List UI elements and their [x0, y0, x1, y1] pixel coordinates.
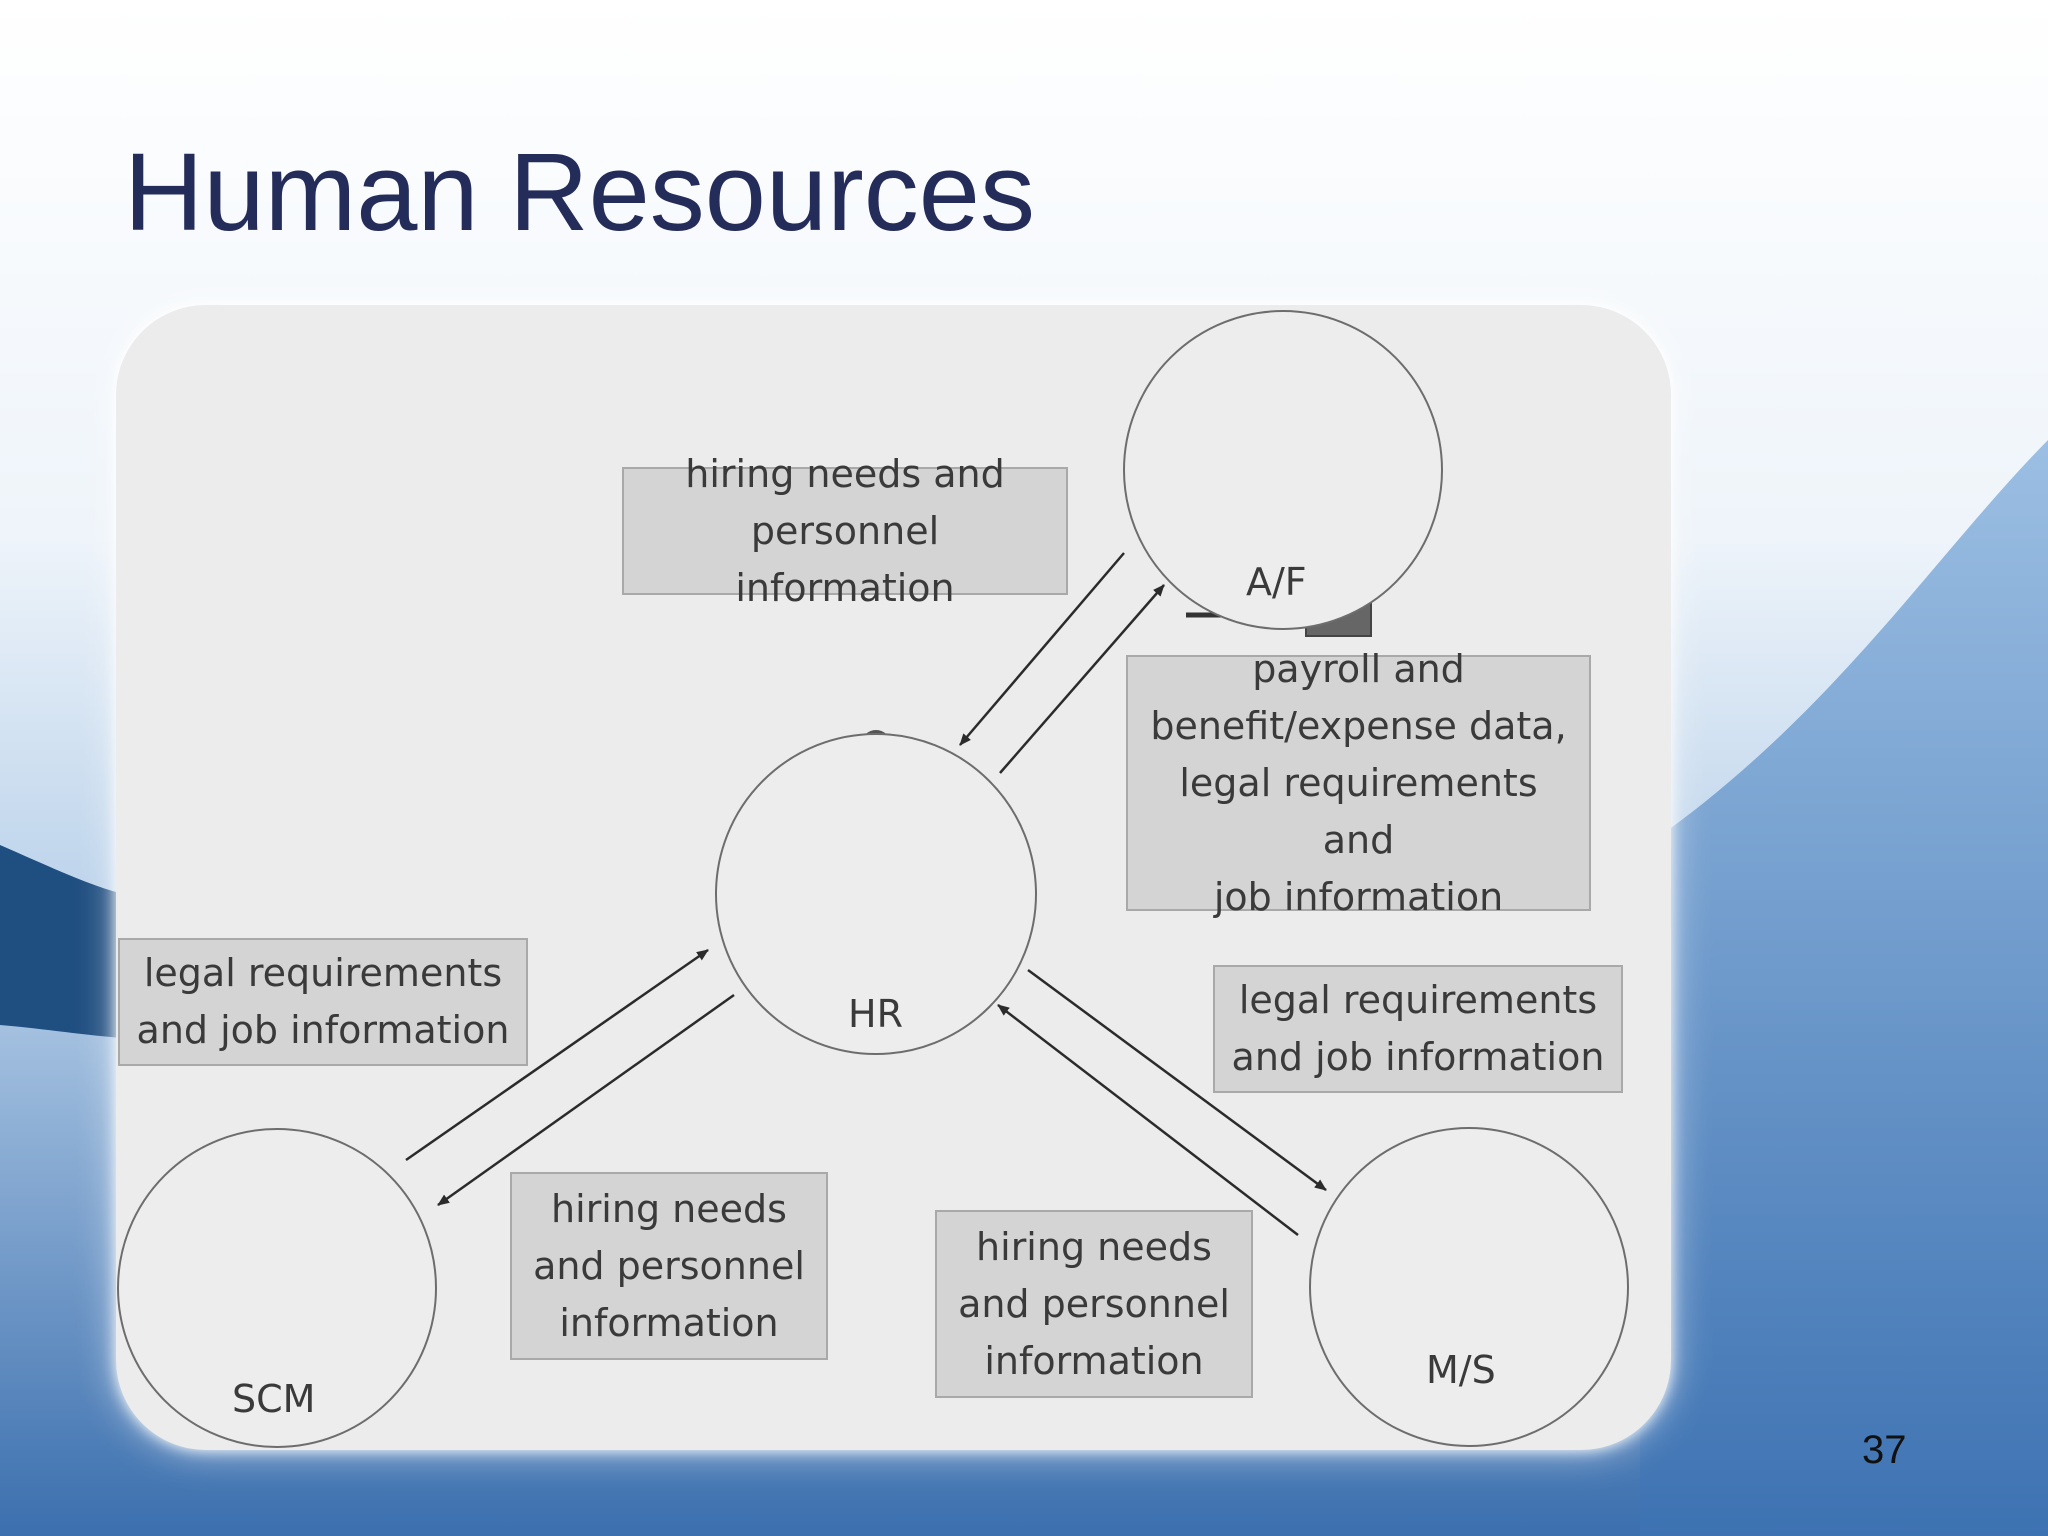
node-circle-scm: [117, 1128, 437, 1448]
page-number: 37: [1862, 1428, 1907, 1472]
flow-label-scm-to-hr: hiring needs and personnel information: [510, 1172, 828, 1360]
flow-label-af-to-hr: hiring needs and personnel information: [622, 452, 1068, 610]
arrow-hr-to-ms: [1027, 968, 1327, 1192]
arrow-hr-to-scm: [437, 993, 735, 1207]
node-label-scm: SCM: [232, 1377, 316, 1421]
node-label-af: A/F: [1246, 560, 1307, 604]
node-circle-hr: [715, 733, 1037, 1055]
node-circle-ms: [1309, 1127, 1629, 1447]
right-wave-shape: [1640, 440, 2048, 1536]
flow-label-hr-to-ms: legal requirements and job information: [1213, 965, 1623, 1093]
node-label-hr: HR: [848, 992, 903, 1036]
arrow-hr-to-af: [999, 584, 1165, 774]
arrow-ms-to-hr: [997, 1004, 1299, 1236]
flow-label-ms-to-hr: hiring needs and personnel information: [935, 1210, 1253, 1398]
flow-label-hr-to-af: payroll and benefit/expense data, legal …: [1126, 647, 1591, 919]
arrow-af-to-hr: [959, 552, 1125, 746]
arrow-scm-to-hr: [405, 948, 709, 1162]
diagram-panel: A/F HR SCM M/S hiring needs and personne…: [116, 305, 1671, 1450]
node-label-ms: M/S: [1426, 1348, 1496, 1392]
slide-title: Human Resources: [124, 131, 1035, 254]
node-circle-af: [1123, 310, 1443, 630]
flow-label-hr-to-scm: legal requirements and job information: [118, 938, 528, 1066]
